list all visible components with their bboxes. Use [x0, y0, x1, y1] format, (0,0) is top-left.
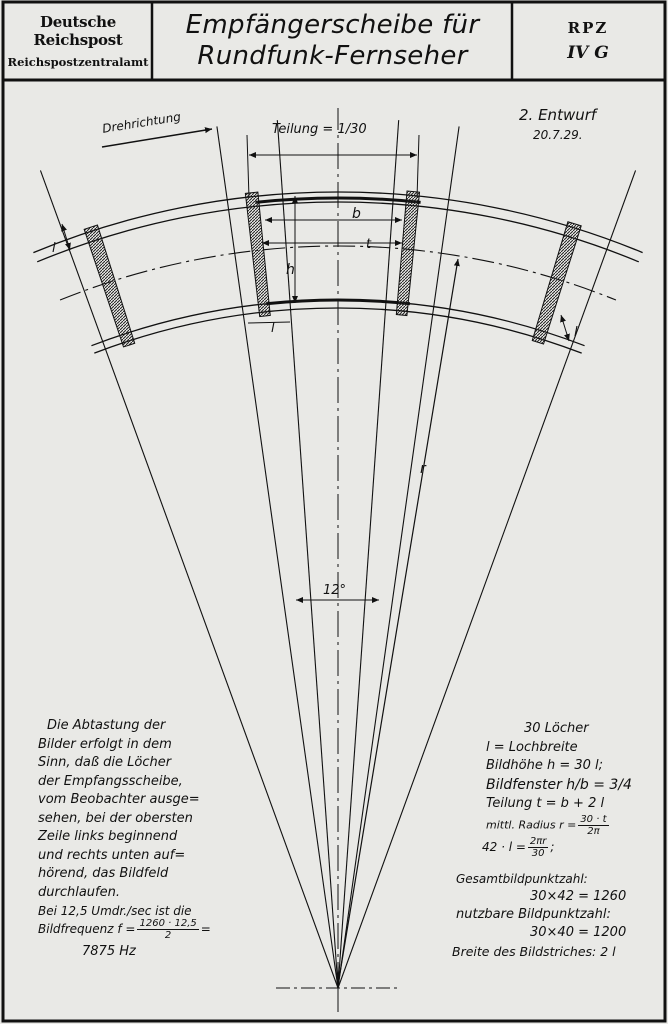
- hole-l-label-left: l: [52, 241, 56, 256]
- spec-total-points-value: 30×42 = 1260: [530, 889, 627, 904]
- spec-hole-width: l = Lochbreite: [486, 739, 578, 755]
- description-line: Sinn, daß die Löcher: [38, 755, 172, 770]
- radial-line-5: [337, 170, 637, 989]
- drawing-title-line2: Rundfunk-Fernseher: [197, 41, 468, 71]
- description-line: Zeile links beginnend: [38, 829, 178, 844]
- radius-dimension-line: [337, 258, 460, 986]
- width-b-label: b: [352, 206, 361, 222]
- spec-window: Bildfenster h/b = 3/4: [486, 776, 632, 793]
- frequency-numerator: 1260 · 12,5: [137, 918, 199, 930]
- org-name: Deutsche Reichspost: [33, 13, 123, 49]
- org-department: Reichspostzentralamt: [7, 55, 149, 69]
- radial-line-0: [39, 170, 339, 989]
- spec-relation-numerator: 2πr: [527, 836, 549, 848]
- spec-pitch: Teilung t = b + 2 l: [486, 796, 605, 811]
- pitch-extension-left: [246, 134, 250, 199]
- description-line: der Empfangsscheibe,: [38, 773, 183, 789]
- l-dimension-bottom: [247, 321, 291, 324]
- hole-l-label-right: l: [574, 325, 578, 340]
- drawing-department-code: IV G: [567, 43, 609, 63]
- header-code-cell: RPZ IV G: [513, 2, 663, 80]
- disc-geometry: [33, 108, 643, 989]
- radius-r-label: r: [420, 461, 426, 477]
- revision-date: 20.7.29.: [533, 128, 583, 142]
- header-org-cell: Deutsche Reichspost Reichspostzentralamt: [4, 2, 152, 80]
- hole-strip-right: [531, 221, 582, 345]
- frequency-result: 7875 Hz: [82, 944, 136, 959]
- pitch-extension-right: [416, 134, 420, 199]
- radial-line-1: [216, 126, 339, 989]
- radial-line-4: [337, 126, 460, 989]
- angle-label: 12°: [323, 583, 347, 598]
- hole-strip-left: [83, 224, 136, 348]
- spec-image-height: Bildhöhe h = 30 l;: [486, 758, 604, 773]
- frequency-line: Bei 12,5 Umdr./sec ist die: [38, 904, 192, 918]
- spec-radius-numerator: 30 · t: [578, 814, 609, 826]
- revision-label: 2. Entwurf: [519, 106, 597, 124]
- radial-line-2: [276, 120, 339, 989]
- pitch-t-label: t: [366, 237, 372, 252]
- height-h-label: h: [286, 262, 295, 278]
- spec-stroke-width: Breite des Bildstriches: 2 l: [452, 944, 616, 959]
- description-line: durchlaufen.: [38, 884, 120, 900]
- spec-radius-prefix: mittl. Radius r =: [486, 818, 577, 832]
- spec-usable-points-value: 30×40 = 1200: [530, 925, 627, 940]
- spec-total-points-label: Gesamtbildpunktzahl:: [456, 872, 588, 886]
- frequency-prefix: Bildfrequenz f =: [38, 922, 136, 936]
- l-dimension-right: [560, 314, 570, 342]
- frequency-denominator: 2: [164, 930, 172, 941]
- spec-usable-points-label: nutzbare Bildpunktzahl:: [456, 907, 611, 922]
- hole-strip-center-right: [395, 190, 421, 317]
- drawing-code: RPZ: [567, 19, 609, 37]
- spec-holes: 30 Löcher: [524, 721, 589, 736]
- radial-line-3: [337, 120, 400, 989]
- description-line: vom Beobachter ausge=: [38, 792, 200, 807]
- description-line: Die Abtastung der: [47, 718, 166, 733]
- spec-relation-denominator: 30: [531, 848, 545, 859]
- description-line: und rechts unten auf=: [38, 847, 186, 863]
- drawing-title-line1: Empfängerscheibe für: [185, 10, 480, 40]
- description-line: hörend, das Bildfeld: [38, 866, 169, 881]
- l-dimension-left: [61, 223, 71, 251]
- hole-strip-center-left: [244, 191, 271, 318]
- pitch-label: Teilung = 1/30: [272, 122, 367, 137]
- description-line: Bilder erfolgt in dem: [38, 736, 172, 752]
- spec-relation-prefix: 42 · l =: [482, 840, 526, 854]
- description-line: sehen, bei der obersten: [38, 810, 193, 826]
- spec-radius-denominator: 2π: [587, 826, 600, 837]
- header-title-cell: Empfängerscheibe für Rundfunk-Fernseher: [153, 2, 512, 80]
- hole-l-label-bottom: l: [271, 321, 275, 336]
- rotation-arrow: [101, 127, 213, 148]
